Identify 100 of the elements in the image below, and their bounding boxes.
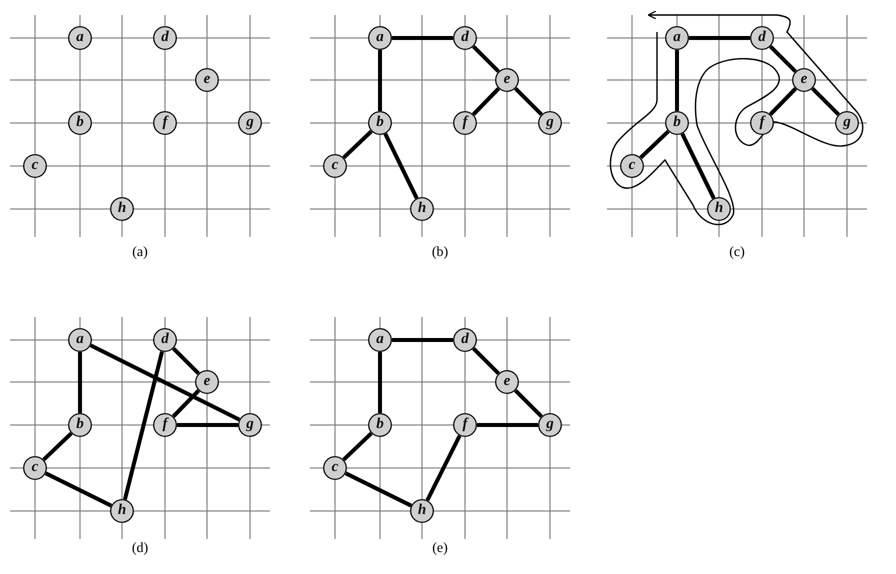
vertex-circle: [195, 68, 219, 92]
vertex-circle: [368, 111, 392, 135]
vertex-circle: [538, 111, 562, 135]
edge-line: [689, 36, 750, 40]
vertex-letter: g: [245, 113, 255, 132]
vertex-letter: b: [375, 113, 385, 132]
vertex-circle: [495, 68, 519, 92]
vertex-letter: h: [416, 501, 428, 520]
vertex-circle: [68, 413, 92, 437]
edge-line: [639, 130, 670, 160]
vertex-circle: [153, 328, 177, 352]
vertex-circle: [750, 26, 774, 50]
vertex-letter: g: [545, 415, 555, 434]
vertex-letter: e: [502, 70, 512, 89]
edge-line: [769, 45, 797, 73]
edge-line: [472, 87, 500, 116]
edge-line: [177, 423, 238, 427]
edge-line: [172, 389, 200, 418]
vertex-circle: [453, 328, 477, 352]
vertex-circle: [620, 154, 644, 178]
vertex-letter: b: [672, 113, 682, 132]
edge-line: [680, 132, 716, 200]
vertex-letter: h: [416, 199, 428, 218]
vertex-letter: h: [714, 199, 724, 218]
vertex-letter: g: [545, 113, 555, 132]
edge-line: [122, 351, 164, 500]
vertex-letter: d: [160, 28, 170, 47]
vertex-circle: [238, 413, 262, 437]
vertex-letter: c: [628, 156, 636, 175]
edge-line: [472, 347, 500, 375]
vertex-letter: b: [375, 415, 385, 434]
vertex-circle: [153, 26, 177, 50]
vertex-letter: a: [672, 28, 682, 47]
edge-line: [514, 87, 543, 116]
edge-line: [426, 434, 462, 502]
vertex-circle: [323, 456, 347, 480]
vertex-circle: [538, 413, 562, 437]
vertex-circle: [153, 111, 177, 135]
vertex-letter: c: [330, 156, 340, 175]
vertex-letter: d: [757, 28, 767, 47]
vertex-circle: [238, 111, 262, 135]
edge-line: [477, 423, 538, 427]
vertex-circle: [453, 111, 477, 135]
edge-line: [472, 45, 500, 73]
vertex-circle: [453, 413, 477, 437]
vertex-circle: [368, 26, 392, 50]
edge-line: [342, 432, 373, 462]
vertex-letter: e: [800, 70, 808, 89]
edge-line: [90, 344, 240, 422]
edge-line: [392, 338, 453, 342]
panel-caption: (a): [132, 245, 148, 261]
vertex-letter: f: [758, 113, 767, 132]
vertex-circle: [453, 26, 477, 50]
vertex-letter: h: [116, 199, 128, 218]
vertex-letter: c: [30, 458, 40, 477]
vertex-circle: [410, 499, 434, 523]
vertex-letter: e: [202, 372, 212, 391]
vertex-circle: [153, 413, 177, 437]
vertex-letter: b: [75, 113, 85, 132]
vertex-letter: g: [842, 113, 852, 132]
vertex-letter: a: [375, 28, 385, 47]
vertex-letter: f: [162, 113, 170, 132]
vertex-circle: [835, 111, 859, 135]
vertex-letter: d: [460, 28, 470, 47]
vertex-circle: [110, 197, 134, 221]
vertex-letter: h: [116, 501, 128, 520]
vertex-circle: [23, 456, 47, 480]
edge-line: [514, 389, 543, 418]
vertex-letter: a: [375, 330, 385, 349]
vertex-letter: f: [462, 415, 470, 434]
vertex-letter: b: [75, 415, 85, 434]
vertex-letter: f: [462, 113, 470, 132]
edge-line: [44, 472, 112, 508]
edge-line: [378, 352, 382, 413]
edge-line: [811, 87, 840, 116]
vertex-letter: f: [162, 415, 170, 434]
edge-line: [392, 36, 453, 40]
vertex-circle: [110, 499, 134, 523]
panel-caption: (d): [132, 541, 148, 557]
vertex-letter: c: [330, 458, 340, 477]
vertex-circle: [368, 328, 392, 352]
edge-line: [675, 50, 679, 111]
edge-line: [172, 347, 200, 375]
vertex-circle: [23, 154, 47, 178]
vertex-letter: d: [460, 330, 470, 349]
vertex-circle: [68, 328, 92, 352]
vertex-circle: [792, 68, 816, 92]
vertex-circle: [665, 26, 689, 50]
vertex-letter: g: [245, 415, 255, 434]
panel-caption: (e): [432, 541, 448, 557]
vertex-letter: a: [75, 330, 85, 349]
edge-line: [378, 50, 382, 111]
vertex-circle: [68, 26, 92, 50]
vertex-circle: [495, 370, 519, 394]
vertex-letter: a: [75, 28, 85, 47]
edge-line: [768, 87, 798, 116]
vertex-circle: [323, 154, 347, 178]
edge-line: [42, 432, 73, 462]
vertex-letter: e: [502, 372, 512, 391]
vertex-letter: d: [160, 330, 170, 349]
